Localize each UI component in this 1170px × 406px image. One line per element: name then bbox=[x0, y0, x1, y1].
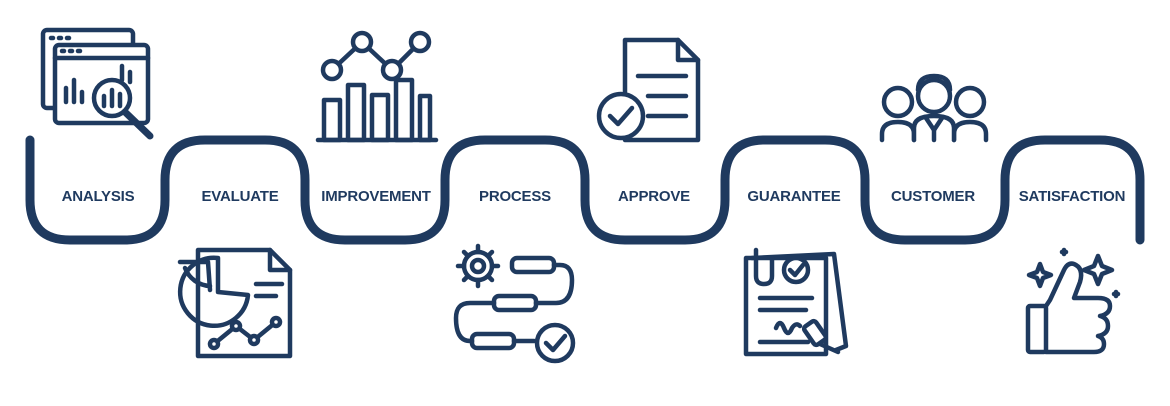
magnifier-report-icon bbox=[40, 27, 154, 140]
step-label-improvement: IMPROVEMENT bbox=[321, 188, 431, 205]
pie-chart-document-icon bbox=[177, 247, 293, 359]
step-label-analysis: ANALYSIS bbox=[62, 188, 135, 205]
step-label-process: PROCESS bbox=[479, 188, 551, 205]
thumbs-up-sparkle-icon bbox=[1025, 247, 1121, 355]
bar-line-chart-icon bbox=[315, 30, 439, 143]
step-label-evaluate: EVALUATE bbox=[201, 188, 278, 205]
document-check-icon bbox=[596, 37, 701, 143]
step-label-customer: CUSTOMER bbox=[891, 188, 975, 205]
step-label-guarantee: GUARANTEE bbox=[747, 188, 840, 205]
step-label-approve: APPROVE bbox=[618, 188, 690, 205]
certificate-stamp-icon bbox=[743, 247, 849, 357]
wave-track bbox=[25, 135, 1145, 245]
customers-group-icon bbox=[879, 73, 989, 143]
gear-workflow-icon bbox=[453, 243, 576, 364]
step-label-satisfaction: SATISFACTION bbox=[1019, 188, 1126, 205]
